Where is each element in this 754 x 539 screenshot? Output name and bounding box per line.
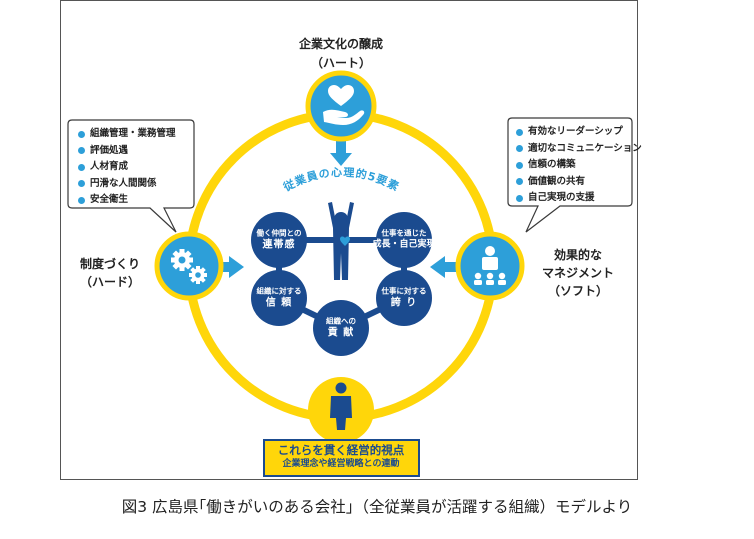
list-item: 円滑な人間関係 xyxy=(78,176,176,193)
system-items-list: 組織管理・業務管理 評価処遇 人材育成 円滑な人間関係 安全衛生 xyxy=(78,126,176,209)
model-diagram: 従業員の心理的5要素 xyxy=(67,70,633,477)
element-solidarity xyxy=(251,212,307,268)
culture-title: 企業文化の醸成 xyxy=(298,37,384,51)
bullet-icon xyxy=(516,194,523,202)
gears-icon xyxy=(171,249,207,284)
list-item: 価値観の共有 xyxy=(516,174,642,191)
system-title: 制度づくり xyxy=(79,257,141,271)
bullet-icon xyxy=(516,128,523,136)
employee-figure-icon xyxy=(328,202,354,280)
bullet-icon xyxy=(78,180,85,188)
management-title-2: マネジメント xyxy=(541,266,615,280)
arrow-top xyxy=(330,140,352,166)
heart-hand-icon xyxy=(323,85,365,125)
bullet-icon xyxy=(78,147,85,155)
element-growth xyxy=(376,212,432,268)
management-node xyxy=(455,231,525,301)
viewpoint-title: これらを貫く経営的視点 xyxy=(277,443,405,457)
list-item: 適切なコミュニケーション xyxy=(516,141,642,158)
businessman-icon xyxy=(330,382,352,430)
culture-label: 企業文化の醸成 （ハート） xyxy=(299,35,383,71)
figure-caption: 図3 広島県｢働きがいのある会社｣（全従業員が活躍する組織）モデルより xyxy=(121,498,633,516)
list-item: 組織管理・業務管理 xyxy=(78,126,176,143)
system-label: 制度づくり （ハード） xyxy=(80,255,140,291)
element-solidarity-label: 働く仲間との 連帯感 xyxy=(256,228,302,251)
svg-text:従業員の心理的5要素: 従業員の心理的5要素 xyxy=(280,166,402,194)
list-item: 安全衛生 xyxy=(78,192,176,209)
element-pride-label: 仕事に対する 誇 り xyxy=(381,286,427,309)
system-node xyxy=(154,231,224,301)
system-subtitle: （ハード） xyxy=(79,275,141,289)
left-speech-bubble xyxy=(67,119,195,233)
list-item: 人材育成 xyxy=(78,159,176,176)
list-item: 信頼の構築 xyxy=(516,157,642,174)
bullet-icon xyxy=(516,145,523,153)
bullet-icon xyxy=(78,130,85,138)
list-item: 自己実現の支援 xyxy=(516,190,642,207)
arrow-right xyxy=(430,256,462,278)
element-pride xyxy=(376,270,432,326)
element-growth-label: 仕事を通じた 成長・自己実現 xyxy=(372,228,436,250)
management-viewpoint-box xyxy=(263,439,420,477)
element-trust xyxy=(251,270,307,326)
bullet-icon xyxy=(516,161,523,169)
culture-subtitle: （ハート） xyxy=(310,56,372,70)
team-icon xyxy=(474,246,506,285)
management-label: 効果的な マネジメント （ソフト） xyxy=(542,246,614,300)
element-trust-label: 組織に対する 信 頼 xyxy=(256,286,302,309)
management-title: 効果的な xyxy=(553,248,603,262)
management-view-node xyxy=(308,377,374,443)
list-item: 有効なリーダーシップ xyxy=(516,124,642,141)
right-speech-bubble xyxy=(507,117,633,233)
five-elements-title: 従業員の心理的5要素 xyxy=(280,166,401,194)
psychological-elements xyxy=(251,212,432,356)
viewpoint-subtitle: 企業理念や経営戦略との連動 xyxy=(282,459,400,469)
element-contribution-label: 組織への 貢 献 xyxy=(326,316,356,339)
list-item: 評価処遇 xyxy=(78,143,176,160)
element-contribution xyxy=(313,300,369,356)
culture-node xyxy=(305,70,377,142)
management-items-list: 有効なリーダーシップ 適切なコミュニケーション 信頼の構築 価値観の共有 自己実… xyxy=(516,124,642,207)
viewpoint-text: これらを貫く経営的視点 企業理念や経営戦略との連動 xyxy=(278,443,405,471)
management-subtitle: （ソフト） xyxy=(547,284,609,298)
bullet-icon xyxy=(78,196,85,204)
bullet-icon xyxy=(516,178,523,186)
bullet-icon xyxy=(78,163,85,171)
